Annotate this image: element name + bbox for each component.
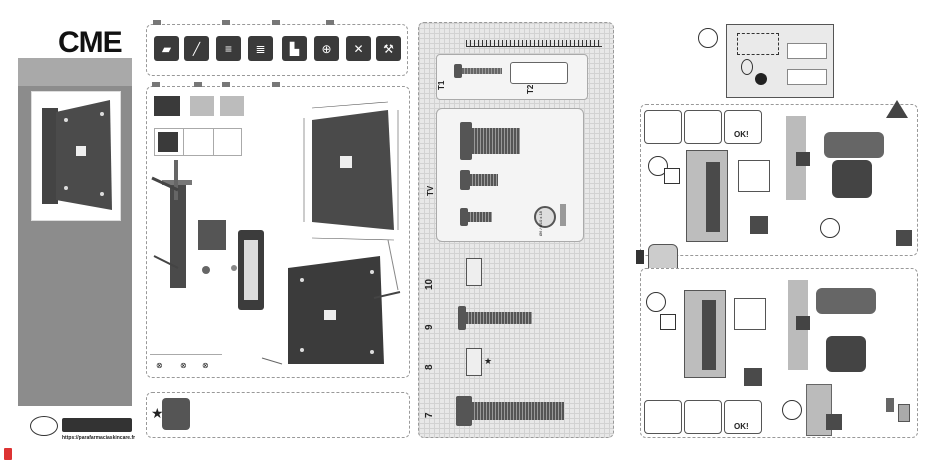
spacer xyxy=(560,204,566,226)
anchor-parts-icon xyxy=(882,394,910,422)
saw-icon: ≡ xyxy=(216,36,241,61)
part-8-label: 8 xyxy=(424,364,435,370)
step-circle xyxy=(698,28,718,48)
product-photo xyxy=(31,91,121,221)
section-marker xyxy=(272,82,280,87)
recycling-info-icon xyxy=(62,418,132,432)
ok-badge: OK! xyxy=(734,130,749,139)
drilling-illustration-bottom xyxy=(786,276,910,376)
part-7-label: 7 xyxy=(424,412,435,418)
hand-illustration-icon xyxy=(162,398,190,430)
detail-inset xyxy=(734,298,766,330)
footer-url[interactable]: https://parafarmaciaskincare.fr xyxy=(62,435,135,441)
adjustable-wrench-icon: ⚒ xyxy=(376,36,401,61)
step-circle xyxy=(646,292,666,312)
wall-type-icon xyxy=(154,96,180,116)
part-7-bolt-thread xyxy=(472,402,564,420)
arrow-up-icon xyxy=(664,168,680,184)
bracket-on-wall-top xyxy=(706,162,720,232)
section-marker xyxy=(152,82,160,87)
step-badge xyxy=(826,414,842,430)
tv-screw-m6 xyxy=(460,170,470,190)
part-9-label: 9 xyxy=(424,324,435,330)
part-8-nut xyxy=(466,348,482,376)
drill-bit-icon: ≣ xyxy=(248,36,273,61)
brand-logo: CME xyxy=(58,26,122,60)
step-badge xyxy=(750,216,768,234)
screw-icon: ⊗ xyxy=(156,361,163,370)
detail-inset xyxy=(738,160,770,192)
section-marker xyxy=(194,82,202,87)
section-marker xyxy=(222,20,230,25)
t1-label: T1 xyxy=(437,81,446,90)
lag-screw xyxy=(462,68,502,74)
tv-screw-m8 xyxy=(460,122,472,160)
step-badge xyxy=(744,368,762,386)
bracket-on-wall-bottom xyxy=(702,300,716,370)
section-marker xyxy=(153,20,161,25)
recycle-icon xyxy=(30,416,58,436)
washer-size-label: Ø6 / Ø10 x 18 xyxy=(538,211,543,236)
part-10-nut xyxy=(466,258,482,286)
tv-icon xyxy=(190,96,214,116)
screw-icon: ⊗ xyxy=(180,361,187,370)
step-circle xyxy=(782,400,802,420)
wrench-icon: ▰ xyxy=(154,36,179,61)
screwdriver-icon: ⊕ xyxy=(314,36,339,61)
pdf-icon xyxy=(4,448,12,460)
lag-screw-head xyxy=(454,64,462,78)
measuring-ruler xyxy=(466,40,602,47)
spanner-icon: ✕ xyxy=(346,36,371,61)
arrow-up-icon xyxy=(660,314,676,330)
step-circle xyxy=(820,218,840,238)
part-10-label: 10 xyxy=(424,279,435,290)
tv-screw-m4-thread xyxy=(468,212,492,222)
small-screws-row: ⊗ ⊗ ⊗ xyxy=(150,354,222,377)
tv-screw-m8-thread xyxy=(472,128,520,154)
section-marker xyxy=(326,20,334,25)
stand-icon xyxy=(220,96,244,116)
drill-icon: ▙ xyxy=(282,36,307,61)
wall-plug xyxy=(510,62,568,84)
pencil-icon: ╱ xyxy=(184,36,209,61)
wall-marking-detail xyxy=(726,24,834,98)
step-badge xyxy=(896,230,912,246)
tv-label: TV xyxy=(426,186,435,196)
star-icon: ★ xyxy=(484,356,492,367)
bracket-illustration-icon xyxy=(32,92,120,220)
ok-badge: OK! xyxy=(734,422,749,431)
cover-grey-band-light xyxy=(18,58,132,86)
section-marker xyxy=(272,20,280,25)
section-marker xyxy=(222,82,230,87)
drilling-illustration-top xyxy=(784,112,910,206)
part-9-screw-head xyxy=(458,306,466,330)
tv-screw-m6-thread xyxy=(470,174,498,186)
tv-screw-m4 xyxy=(460,208,468,226)
bubble-row-top xyxy=(642,108,762,146)
part-9-screw-thread xyxy=(466,312,532,324)
dimension-drawing xyxy=(290,100,406,250)
part-7-bolt-head xyxy=(456,396,472,426)
screw-icon: ⊗ xyxy=(202,361,209,370)
t2-label: T2 xyxy=(526,85,535,94)
